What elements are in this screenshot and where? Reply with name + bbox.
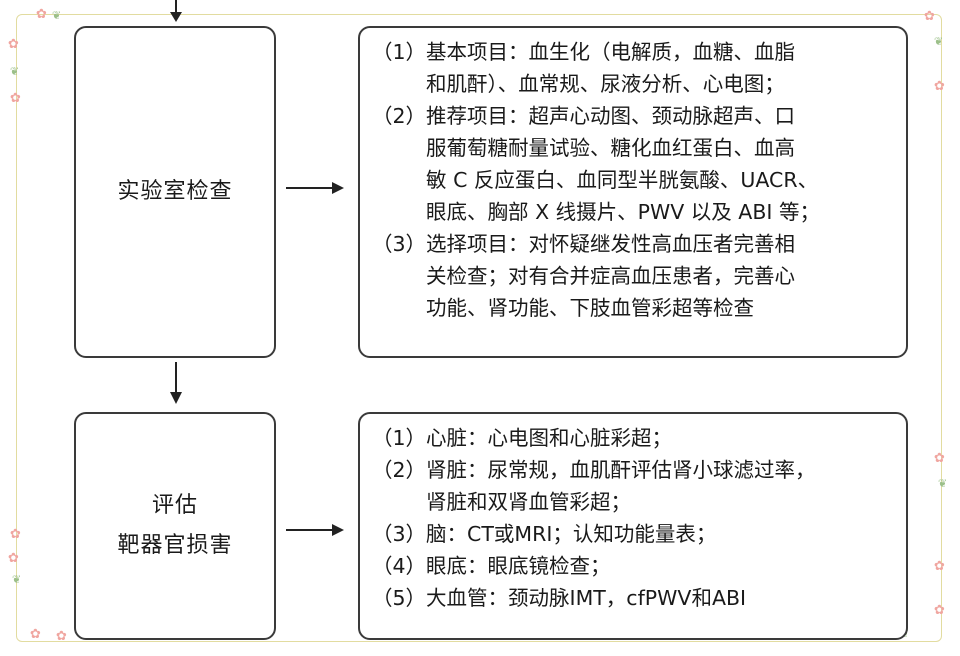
item-text-line: 功能、肾功能、下肢血管彩超等检查 xyxy=(426,296,755,320)
item-number: （2） xyxy=(372,104,427,128)
item-text-line: 关检查；对有合并症高血压患者，完善心 xyxy=(426,264,796,288)
organ-damage-box: 评估 靶器官损害 xyxy=(74,412,276,640)
arrow-to-organ-damage xyxy=(170,362,182,404)
organ-damage-label-line: 靶器官损害 xyxy=(117,533,233,558)
flower-icon: ✿ xyxy=(934,603,945,618)
item-text-line: 大血管：颈动脉IMT，cfPWV和ABI xyxy=(426,586,747,610)
flower-icon: ✿ xyxy=(36,7,47,22)
list-item: （2） 肾脏：尿常规，血肌酐评估肾小球滤过率， 肾脏和双肾血管彩超； xyxy=(372,454,892,518)
item-text-line: 肾脏和双肾血管彩超； xyxy=(426,490,632,514)
flower-icon: ✿ xyxy=(30,627,41,642)
item-number: （1） xyxy=(372,40,427,64)
lab-tests-box: 实验室检查 xyxy=(74,26,276,358)
flower-icon: ✿ xyxy=(10,91,21,106)
list-item: （2） 推荐项目：超声心动图、颈动脉超声、口 服葡萄糖耐量试验、糖化血红蛋白、血… xyxy=(372,100,892,228)
item-text-line: 推荐项目：超声心动图、颈动脉超声、口 xyxy=(426,104,796,128)
item-number: （3） xyxy=(372,522,427,546)
decorative-frame xyxy=(16,14,942,642)
item-text-line: 心脏：心电图和心脏彩超； xyxy=(426,426,673,450)
item-text-line: 眼底、胸部 X 线摄片、PWV 以及 ABI 等； xyxy=(426,200,820,224)
lab-tests-detail-box: （1） 基本项目：血生化（电解质，血糖、血脂 和肌酐）、血常规、尿液分析、心电图… xyxy=(358,26,908,358)
item-text-line: 服葡萄糖耐量试验、糖化血红蛋白、血高 xyxy=(426,136,796,160)
list-item: （1） 基本项目：血生化（电解质，血糖、血脂 和肌酐）、血常规、尿液分析、心电图… xyxy=(372,36,892,100)
flower-icon: ✿ xyxy=(10,527,21,542)
item-text-line: 肾脏：尿常规，血肌酐评估肾小球滤过率， xyxy=(426,458,816,482)
flower-icon: ✿ xyxy=(924,9,935,24)
leaf-icon: ❦ xyxy=(10,65,20,78)
list-item: （4） 眼底：眼底镜检查； xyxy=(372,550,892,582)
flower-icon: ✿ xyxy=(56,629,67,644)
organ-damage-detail-box: （1） 心脏：心电图和心脏彩超； （2） 肾脏：尿常规，血肌酐评估肾小球滤过率，… xyxy=(358,412,908,640)
flower-icon: ✿ xyxy=(934,559,945,574)
lab-tests-label: 实验室检查 xyxy=(117,179,233,204)
arrow-to-lab-details xyxy=(286,182,344,194)
arrow-to-organ-details xyxy=(286,524,344,536)
item-text-line: 和肌酐）、血常规、尿液分析、心电图； xyxy=(426,72,785,96)
leaf-icon: ❦ xyxy=(934,35,944,48)
leaf-icon: ❦ xyxy=(938,477,948,490)
flower-icon: ✿ xyxy=(934,79,945,94)
item-number: （3） xyxy=(372,232,427,256)
item-text-line: 基本项目：血生化（电解质，血糖、血脂 xyxy=(426,40,796,64)
incoming-arrow xyxy=(170,0,182,22)
item-text-line: 眼底：眼底镜检查； xyxy=(426,554,611,578)
item-number: （5） xyxy=(372,586,427,610)
item-number: （1） xyxy=(372,426,427,450)
list-item: （5） 大血管：颈动脉IMT，cfPWV和ABI xyxy=(372,582,892,614)
organ-damage-label-line: 评估 xyxy=(151,493,198,518)
list-item: （3） 脑：CT或MRI；认知功能量表； xyxy=(372,518,892,550)
flower-icon: ✿ xyxy=(934,451,945,466)
leaf-icon: ❦ xyxy=(52,9,62,22)
item-text-line: 敏 C 反应蛋白、血同型半胱氨酸、UACR、 xyxy=(426,168,819,192)
list-item: （3） 选择项目：对怀疑继发性高血压者完善相 关检查；对有合并症高血压患者，完善… xyxy=(372,228,892,324)
list-item: （1） 心脏：心电图和心脏彩超； xyxy=(372,422,892,454)
flower-icon: ✿ xyxy=(8,37,19,52)
item-text-line: 选择项目：对怀疑继发性高血压者完善相 xyxy=(426,232,796,256)
item-number: （4） xyxy=(372,554,427,578)
item-text-line: 脑：CT或MRI；认知功能量表； xyxy=(426,522,717,546)
leaf-icon: ❦ xyxy=(12,573,22,586)
flower-icon: ✿ xyxy=(8,551,19,566)
item-number: （2） xyxy=(372,458,427,482)
